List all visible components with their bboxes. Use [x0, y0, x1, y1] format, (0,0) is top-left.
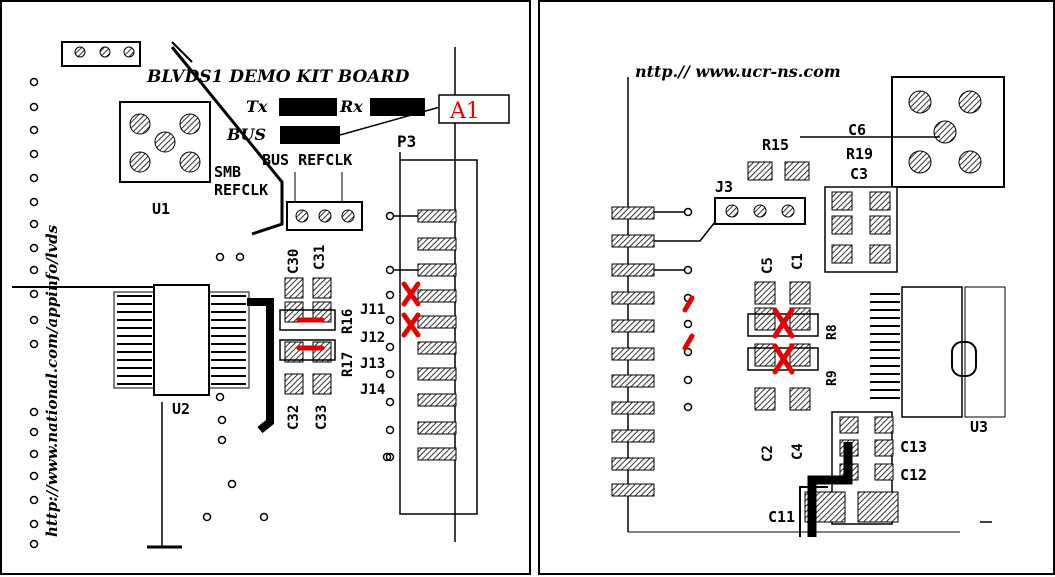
top-header-pads [61, 41, 141, 67]
j13-label: J13 [360, 356, 385, 372]
jumper-header [286, 201, 363, 231]
c11-label: C11 [768, 508, 795, 526]
u-top-right-footprint [891, 76, 1005, 188]
svg-text:A1: A1 [449, 99, 480, 124]
r15-label: R15 [762, 136, 789, 154]
c6-label: C6 [848, 121, 866, 139]
refclk-label: REFCLK [214, 181, 268, 199]
left-pcb-drawing: http://www.national.com/appinfo/lvds BLV… [12, 41, 510, 549]
p3-pins [417, 209, 457, 461]
lower-pad-cluster [804, 411, 899, 525]
j3-label: J3 [715, 178, 733, 196]
right-pcb-drawing: nttp.// www.ucr-ns.com R15 C6 R19 C3 J3 [611, 62, 1006, 537]
left-pcb-panel: http://www.national.com/appinfo/lvds BLV… [0, 0, 531, 575]
j3-header [714, 197, 806, 225]
u3-pins [870, 293, 900, 399]
c33-label: C33 [314, 405, 330, 430]
j14-label: J14 [360, 382, 385, 398]
p3-outline [399, 152, 478, 515]
rx-pad [370, 98, 425, 116]
c5-label: C5 [760, 257, 776, 274]
c12-label: C12 [900, 466, 927, 484]
c3-label: C3 [850, 165, 868, 183]
u1-label: U1 [152, 200, 170, 218]
c31-label: C31 [312, 245, 328, 270]
bus-pad [280, 126, 340, 144]
j11-label: J11 [360, 302, 385, 318]
u2-label: U2 [172, 400, 190, 418]
r9-label: R9 [825, 370, 840, 386]
via-column [29, 77, 39, 549]
p3-label: P3 [397, 132, 416, 151]
c4-label: C4 [790, 443, 806, 460]
bus-label: BUS [226, 125, 266, 144]
r15-pads [747, 161, 810, 181]
c32-label: C32 [286, 405, 302, 430]
u3-label: U3 [970, 418, 988, 436]
callout-a1: A1 [438, 94, 510, 124]
center-capacitor-pads [754, 281, 811, 411]
url-silkscreen-right: nttp.// www.ucr-ns.com [635, 62, 841, 81]
c30-label: C30 [286, 249, 302, 274]
tx-pad [279, 98, 337, 116]
r8-label: R8 [825, 324, 840, 340]
capacitor-pads-top [284, 277, 332, 395]
u2-pins [117, 295, 246, 385]
c3-pad-cluster [824, 186, 898, 273]
c1-label: C1 [790, 253, 806, 270]
right-pcb-panel: nttp.// www.ucr-ns.com R15 C6 R19 C3 J3 [538, 0, 1055, 575]
c13-label: C13 [900, 438, 927, 456]
url-silkscreen: http://www.national.com/appinfo/lvds [43, 224, 61, 537]
left-connector-pins [611, 206, 655, 497]
smb-label: SMB [214, 163, 241, 181]
tx-label: Tx [246, 97, 268, 116]
rx-label: Rx [339, 97, 363, 116]
cut-marks [296, 281, 421, 351]
board-title: BLVDS1 DEMO KIT BOARD [146, 67, 410, 87]
c2-label: C2 [760, 445, 776, 462]
u1-footprint [119, 101, 211, 183]
r19-label: R19 [846, 145, 873, 163]
r17-label: R17 [340, 352, 356, 377]
u2-footprint [113, 284, 250, 396]
cut-marks-right [682, 295, 795, 375]
r16-label: R16 [340, 309, 356, 334]
bus-refclk-label: BUS REFCLK [262, 151, 352, 169]
j12-label: J12 [360, 330, 385, 346]
